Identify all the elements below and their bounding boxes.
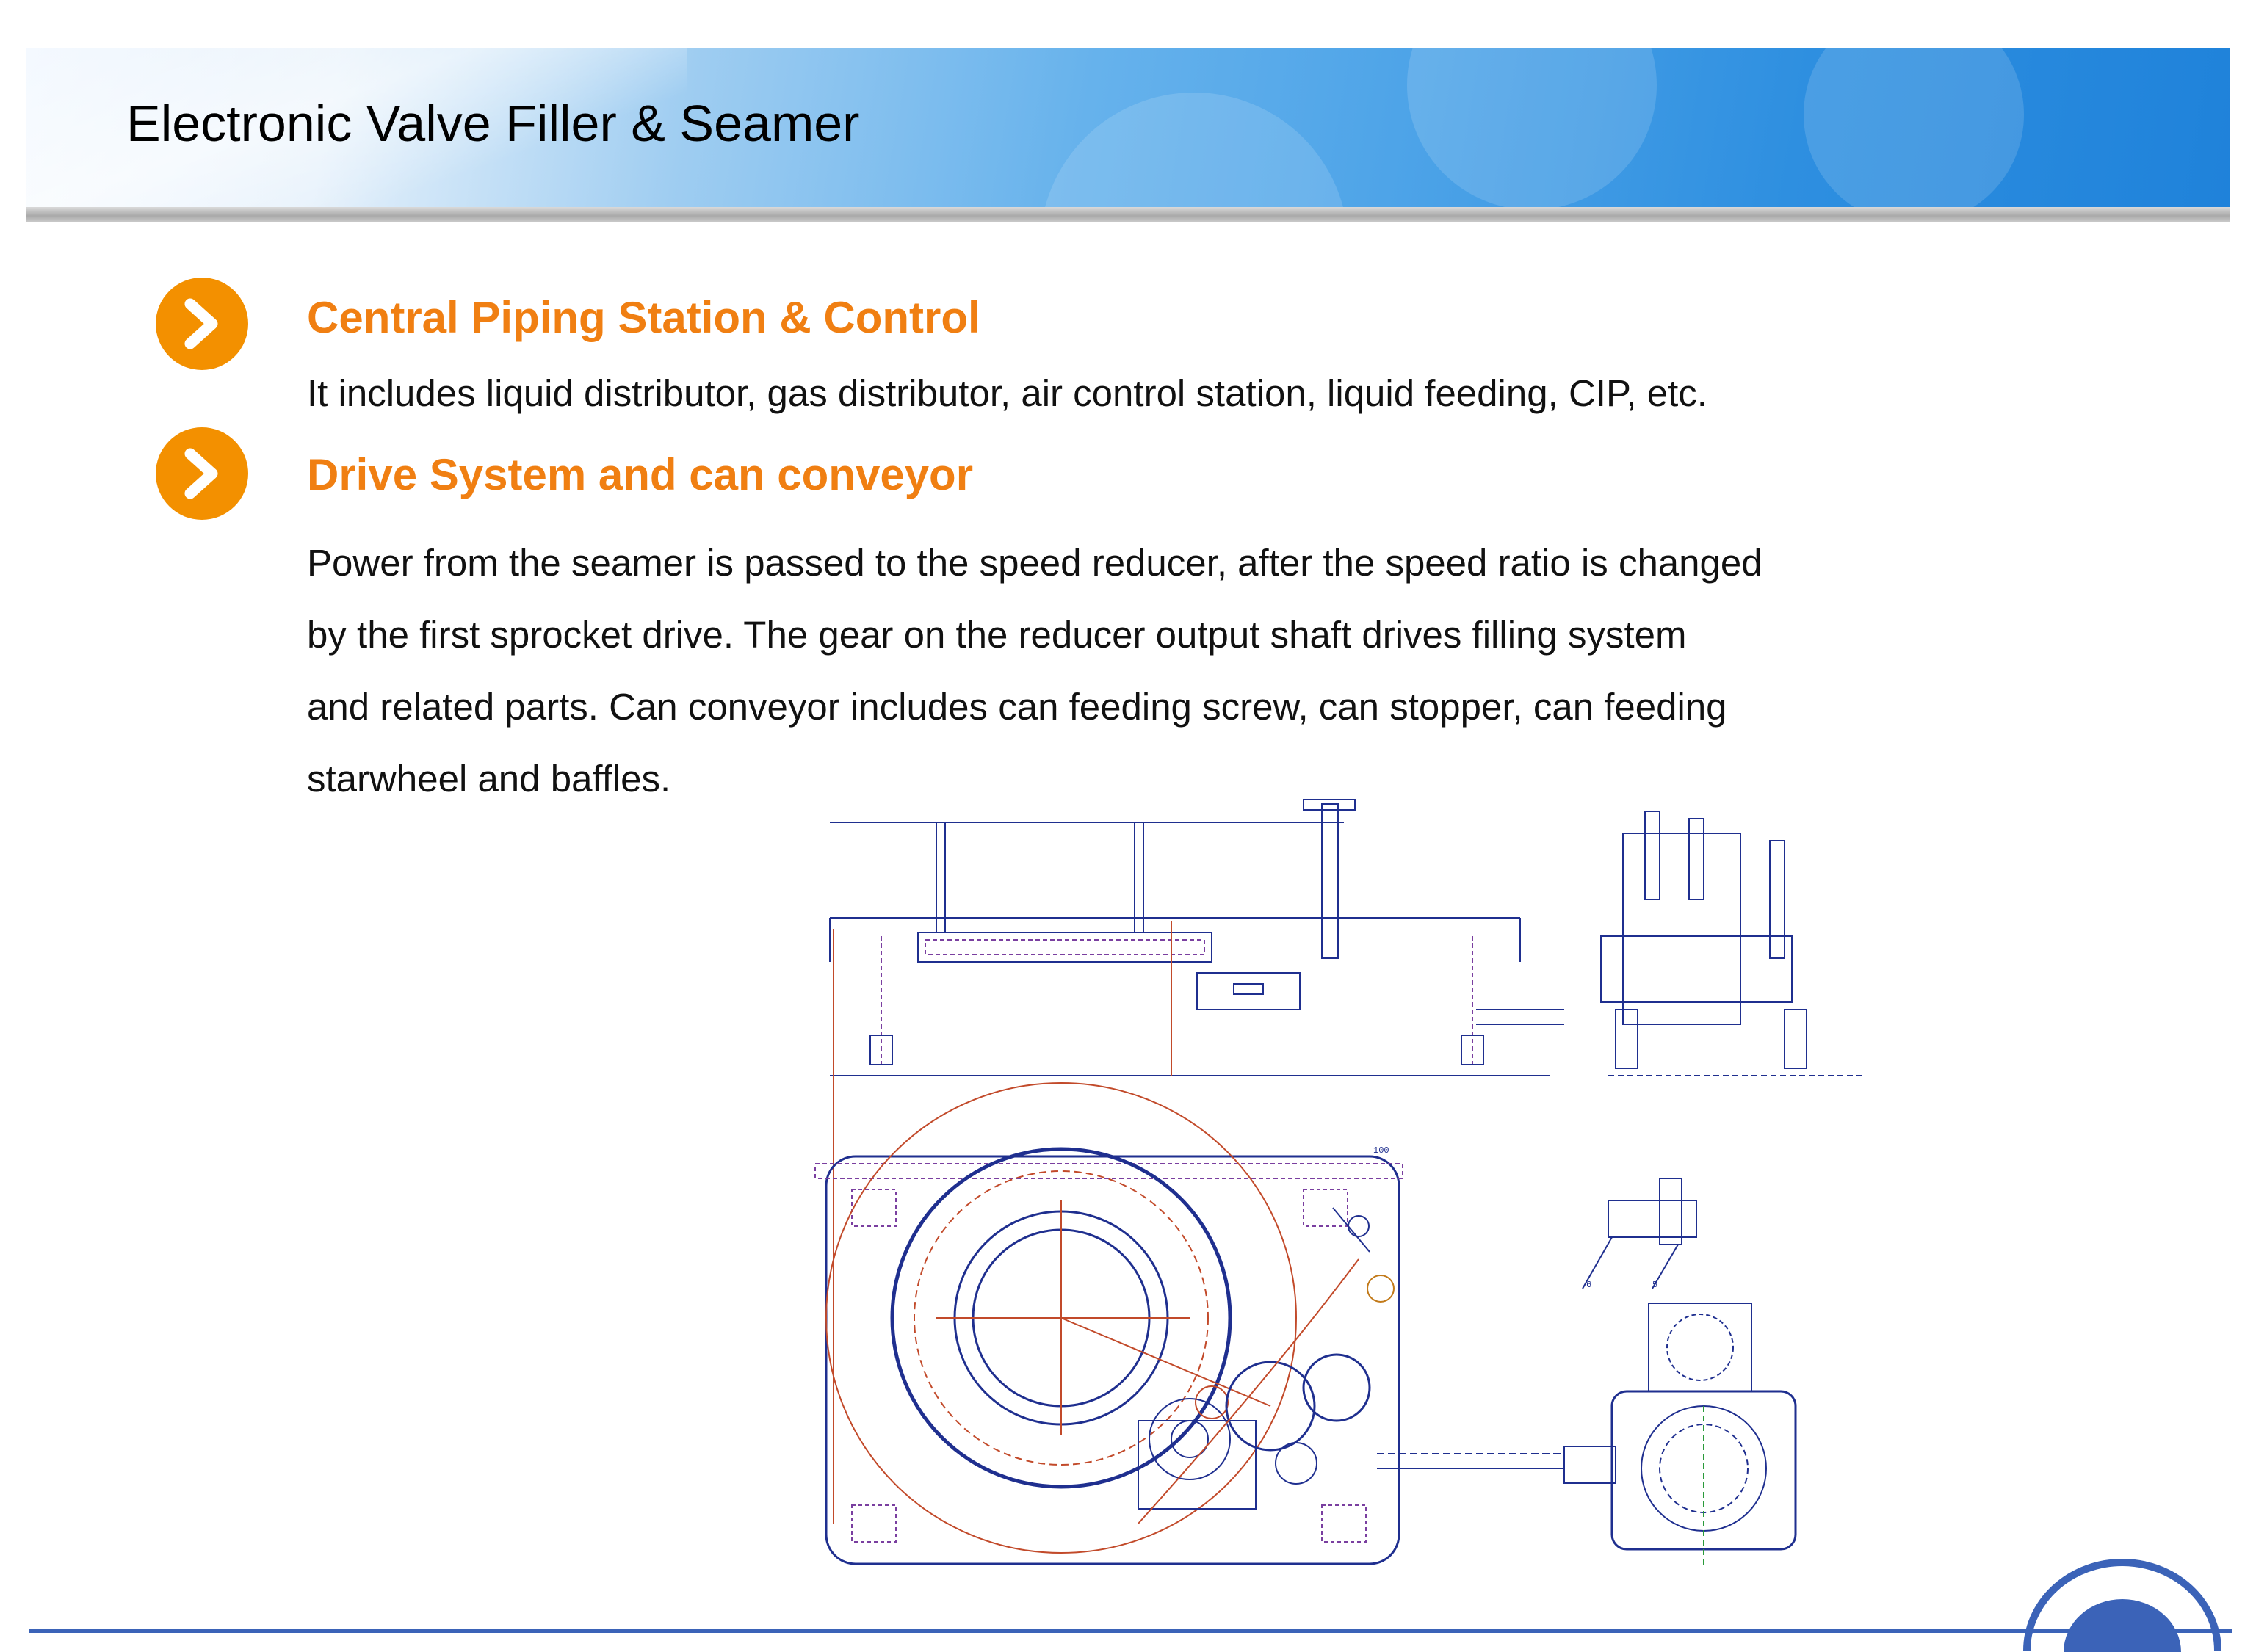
footer-logo-arc xyxy=(2023,1559,2221,1652)
drawing-label: 6 xyxy=(1586,1280,1591,1290)
banner-bubble xyxy=(1040,93,1348,216)
drawing-svg: 100 6 5 xyxy=(814,799,1865,1568)
paragraph-line: by the first sprocket drive. The gear on… xyxy=(307,614,1687,656)
technical-drawing: 100 6 5 xyxy=(756,789,1873,1575)
banner-highlight xyxy=(26,48,687,216)
paragraph-line: starwheel and baffles. xyxy=(307,758,671,800)
section-heading: Drive System and can conveyor xyxy=(307,450,974,499)
drawing-label: 100 xyxy=(1373,1145,1389,1156)
banner-bubble xyxy=(1804,48,2024,216)
paragraph-line: Power from the seamer is passed to the s… xyxy=(307,542,1762,584)
section-text: It includes liquid distributor, gas dist… xyxy=(307,372,1707,414)
section-heading: Central Piping Station & Control xyxy=(307,293,980,342)
chevron-right-icon xyxy=(156,427,248,520)
section-paragraph: Power from the seamer is passed to the s… xyxy=(307,527,2084,815)
page-title: Electronic Valve Filler & Seamer xyxy=(126,95,860,152)
banner-bubble xyxy=(1407,48,1657,210)
header-banner xyxy=(26,48,2230,216)
paragraph-line: and related parts. Can conveyor includes… xyxy=(307,686,1727,728)
banner-underline xyxy=(26,207,2230,222)
footer-divider xyxy=(29,1629,2232,1633)
drawing-label: 5 xyxy=(1652,1280,1657,1290)
chevron-right-icon xyxy=(156,278,248,370)
